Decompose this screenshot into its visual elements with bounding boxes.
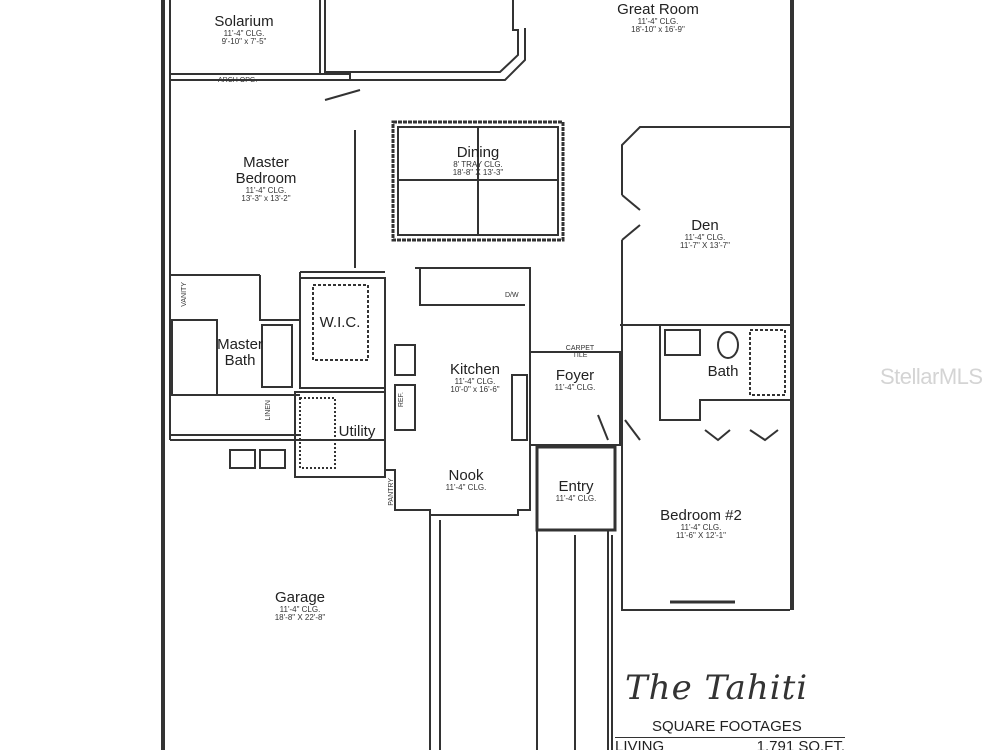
living-label: LIVING [615, 738, 665, 750]
room-name: Dining [456, 144, 500, 161]
room-dimensions: 18'-8" X 22'-8" [274, 613, 326, 623]
room-ceiling: 11'-4" CLG. [554, 382, 596, 392]
room-utility: Utility [339, 424, 376, 440]
room-foyer: Foyer 11'-4" CLG. [555, 368, 596, 392]
vanity-note: VANITY [181, 282, 188, 307]
room-name: W.I.C. [319, 314, 361, 331]
room-dimensions: 9'-10" x 7'-5" [221, 37, 267, 47]
arch-opening-note: ARCH OPG. [218, 77, 258, 84]
room-master-bedroom: Master Bedroom 11'-4" CLG. 13'-3" x 13'-… [221, 155, 311, 203]
room-entry: Entry 11'-4" CLG. [556, 479, 597, 503]
room-name: Solarium [214, 13, 274, 30]
room-name: Nook [448, 467, 484, 484]
room-ceiling: 11'-4" CLG. [680, 522, 722, 532]
room-dimensions: 11'-7" X 13'-7" [680, 241, 730, 251]
room-dimensions: 10'-0" x 16'-6" [450, 385, 500, 395]
living-value: 1,791 SQ.FT. [756, 738, 845, 750]
living-area-row: LIVING 1,791 SQ.FT. [615, 737, 845, 750]
square-footages-heading: SQUARE FOOTAGES [652, 718, 802, 735]
room-ceiling: 11'-4" CLG. [279, 604, 321, 614]
carpet-tile-note: CARPET TILE [565, 345, 595, 359]
room-name: Den [691, 217, 719, 234]
room-ceiling: 11'-4" CLG. [454, 376, 496, 386]
room-dimensions: 18'-10" x 16'-9" [631, 25, 685, 35]
room-den: Den 11'-4" CLG. 11'-7" X 13'-7" [680, 218, 730, 251]
room-name: Bedroom #2 [660, 507, 742, 524]
pantry-note: PANTRY [388, 478, 395, 506]
room-name: Master Bath [217, 336, 263, 369]
room-nook: Nook 11'-4" CLG. [446, 468, 487, 492]
room-name: Garage [274, 589, 326, 606]
room-dimensions: 18'-8" X 13'-3" [452, 168, 504, 178]
room-name: Master Bedroom [235, 154, 297, 187]
room-bath: Bath [708, 364, 739, 380]
room-garage: Garage 11'-4" CLG. 18'-8" X 22'-8" [275, 590, 326, 623]
room-ceiling: 11'-4" CLG. [684, 232, 726, 242]
room-ceiling: 8' TRAY CLG. [453, 159, 503, 169]
room-master-bath: Master Bath [213, 337, 268, 369]
room-great-room: Great Room 11'-4" CLG. 18'-10" x 16'-9" [617, 2, 699, 35]
room-kitchen: Kitchen 11'-4" CLG. 10'-0" x 16'-6" [450, 362, 500, 395]
room-name: Foyer [555, 367, 595, 384]
room-ceiling: 11'-4" CLG. [637, 16, 679, 26]
refrigerator-note: REF. [398, 392, 405, 408]
linen-note: LINEN [265, 400, 272, 421]
room-ceiling: 11'-4" CLG. [555, 493, 597, 503]
room-name: Kitchen [449, 361, 501, 378]
room-ceiling: 11'-4" CLG. [445, 482, 487, 492]
room-bedroom-2: Bedroom #2 11'-4" CLG. 11'-6" X 12'-1" [660, 508, 742, 541]
room-ceiling: 11'-4" CLG. [245, 185, 287, 195]
watermark: StellarMLS [880, 364, 983, 389]
room-dining: Dining 8' TRAY CLG. 18'-8" X 13'-3" [453, 145, 504, 178]
room-name: Great Room [617, 1, 699, 18]
room-name: Utility [338, 423, 376, 440]
dishwasher-note: D/W [505, 292, 519, 299]
room-ceiling: 11'-4" CLG. [223, 28, 265, 38]
room-name: Bath [707, 363, 739, 380]
plan-title: The Tahiti [625, 668, 809, 708]
room-name: Entry [558, 478, 594, 495]
room-dimensions: 11'-6" X 12'-1" [676, 531, 726, 541]
room-solarium: Solarium 11'-4" CLG. 9'-10" x 7'-5" [214, 14, 273, 47]
room-dimensions: 13'-3" x 13'-2" [241, 193, 291, 203]
room-wic: W.I.C. [320, 315, 361, 331]
